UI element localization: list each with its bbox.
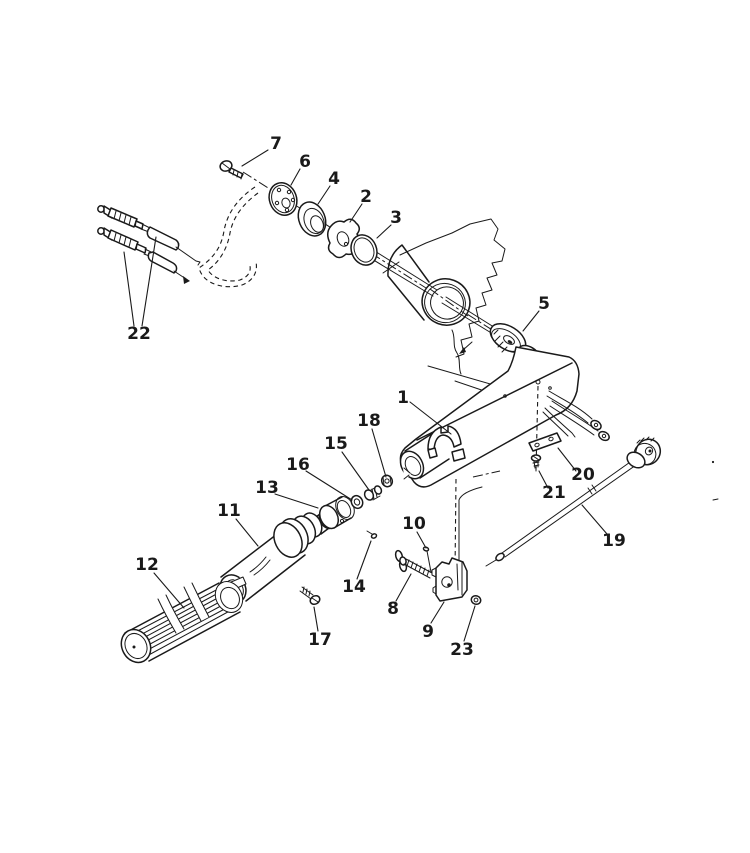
part-20-bracket [528,385,562,471]
callout-7: 7 [270,134,282,154]
center-axis-line [242,171,528,353]
part-10-pin [422,546,432,573]
part-8-wing-bolt [394,549,433,579]
callout-20: 20 [571,465,595,485]
part-15-friction-plug [363,485,383,501]
part-4-bushing [297,201,327,237]
callout-14: 14 [342,577,366,597]
callout-5: 5 [538,294,550,314]
print-specks [711,460,719,501]
callout-12: 12 [135,555,159,575]
wire-leads [542,390,610,442]
cable-housing-curve [198,186,259,288]
callout-19: 19 [602,531,626,551]
callout-23: 23 [450,640,474,660]
callout-labels: 1 2 3 4 5 6 7 8 9 10 11 12 13 14 15 16 1… [127,134,626,660]
part-3-ring [350,234,378,266]
part-16-washer [350,494,364,510]
handle-clamp-band [427,425,466,462]
part-6-retainer-plate [268,182,298,216]
callout-8: 8 [387,599,399,619]
callout-6: 6 [299,152,311,172]
callout-22: 22 [127,324,151,344]
callout-3: 3 [390,208,402,228]
callout-18: 18 [357,411,381,431]
part-1-handle-body [399,346,580,488]
part-21-screw [530,454,542,472]
part-14-pin [366,530,378,539]
part-7-screw [219,160,244,180]
callout-10: 10 [402,514,426,534]
part-12-grip [120,581,244,664]
callout-11: 11 [217,501,241,521]
callout-4: 4 [328,169,340,189]
part-19-steering-rod [485,436,662,567]
part-9-anchor-block [431,557,468,602]
callout-16: 16 [286,455,310,475]
callout-15: 15 [324,434,348,454]
callout-17: 17 [308,630,332,650]
handle-front-socket [399,432,450,480]
callout-21: 21 [542,483,566,503]
callout-13: 13 [255,478,279,498]
callout-1: 1 [397,388,409,408]
part-13-sleeve [318,496,355,530]
part-22-cable-assemblies [97,205,201,284]
part-18-nut [380,474,394,488]
callout-2: 2 [360,187,372,207]
anchor-block-group [394,478,482,606]
part-23-nut [470,594,482,606]
callout-9: 9 [422,622,434,642]
part-17-screw [299,586,321,606]
leader-lines [123,149,608,642]
cowl-steering-tube [387,244,471,326]
